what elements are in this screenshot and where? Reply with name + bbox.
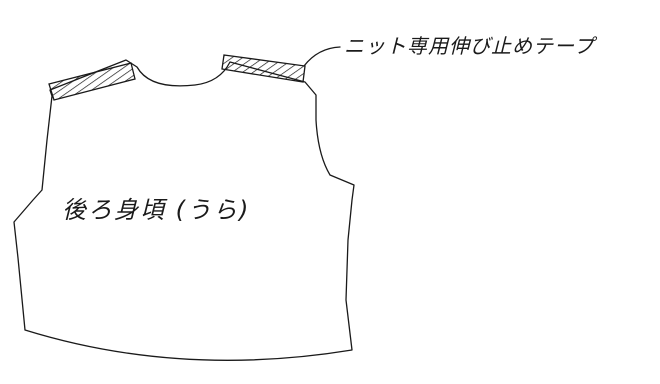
piece-label: 後ろ身頃 (うら) [62, 196, 250, 224]
callout-leader-line [303, 46, 341, 67]
bodice-outline [13, 59, 355, 361]
right-shoulder-tape [221, 54, 306, 83]
left-shoulder-tape [48, 62, 136, 101]
callout-label: ニット専用伸び止めテープ [344, 34, 598, 58]
